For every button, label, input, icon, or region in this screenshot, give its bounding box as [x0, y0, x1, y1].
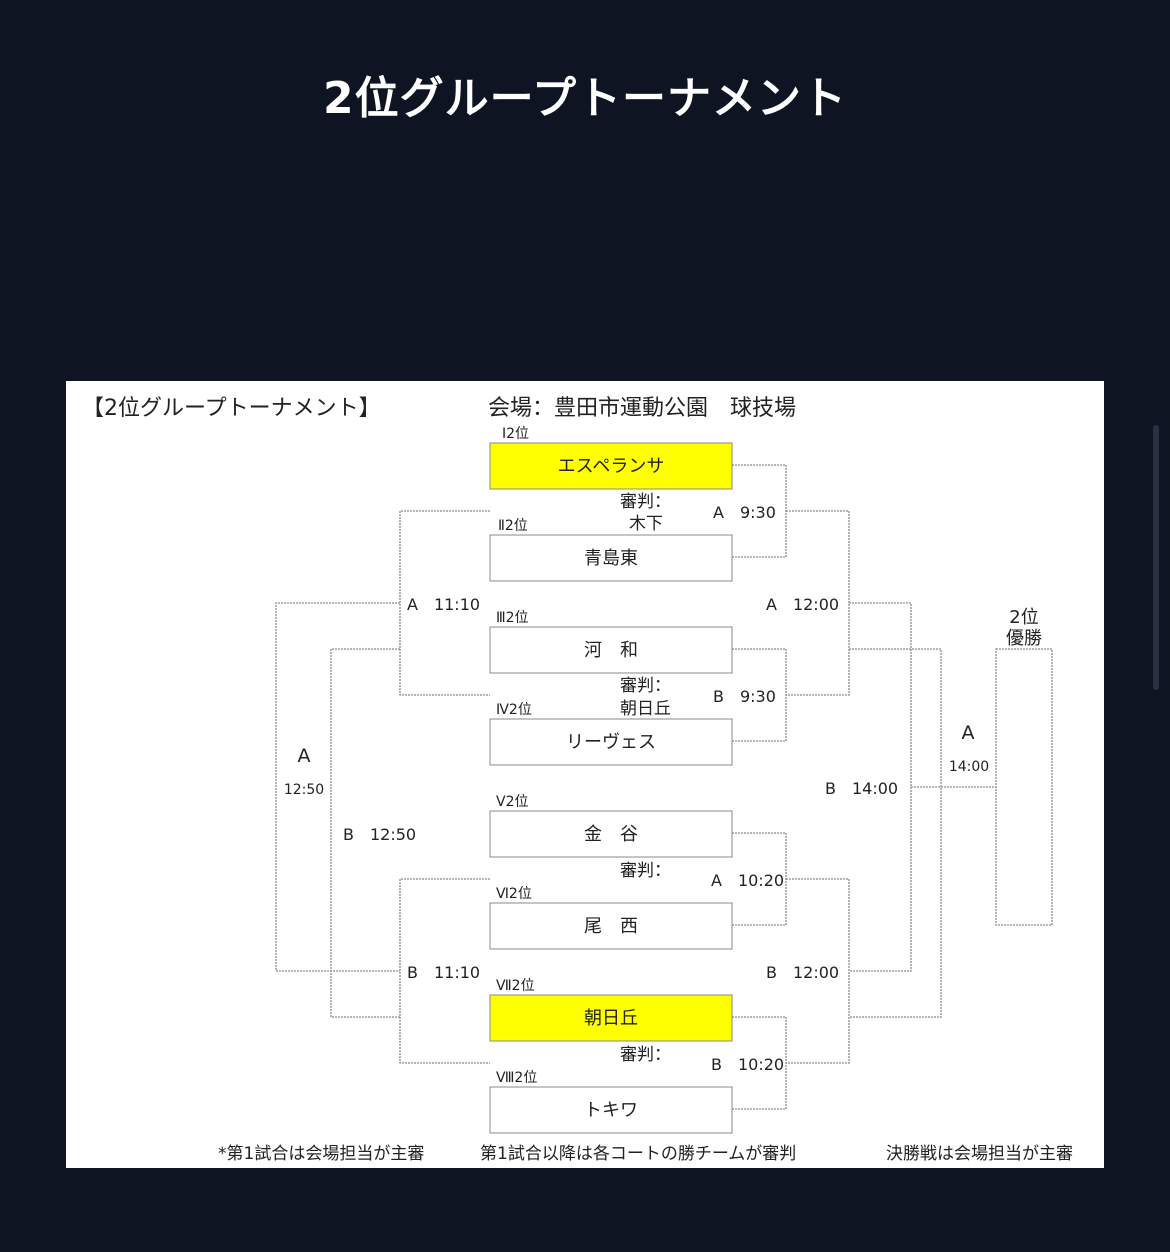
team-box: Ⅴ2位 金 谷 — [489, 794, 733, 858]
team-box: Ⅰ2位 エスペランサ — [489, 426, 733, 490]
team-name: 河 和 — [584, 640, 638, 661]
left-final-court: A — [298, 745, 311, 767]
match-label: B 10:20 — [711, 1055, 784, 1074]
scrollbar[interactable] — [1153, 425, 1159, 690]
referee-label: 審判： — [620, 492, 671, 512]
team-box: Ⅶ2位 朝日丘 — [489, 978, 733, 1042]
team-boxes: Ⅰ2位 エスペランサ Ⅱ2位 青島東 Ⅲ2位 河 和 Ⅳ2位 リーヴェス Ⅴ2位 — [489, 426, 733, 1134]
match-label: B 9:30 — [713, 687, 776, 706]
team-seed: Ⅱ2位 — [498, 518, 528, 534]
footnote: *第1試合は会場担当が主審 — [218, 1144, 424, 1164]
left-final-time: 12:50 — [284, 782, 324, 798]
referee-name: 朝日丘 — [620, 699, 671, 719]
team-seed: Ⅷ2位 — [496, 1070, 537, 1086]
referee-label: 審判： — [620, 676, 671, 696]
referee-name: 木下 — [629, 514, 663, 534]
team-seed: Ⅲ2位 — [496, 610, 529, 626]
champion-label: 2位 — [1009, 607, 1038, 628]
team-box: Ⅷ2位 トキワ — [489, 1070, 733, 1134]
venue-label: 会場：豊田市運動公園 球技場 — [488, 396, 796, 421]
team-box: Ⅳ2位 リーヴェス — [489, 702, 733, 766]
team-name: トキワ — [584, 1100, 638, 1121]
bracket-header-title: 【2位グループトーナメント】 — [82, 396, 381, 421]
team-name: 朝日丘 — [584, 1008, 638, 1029]
team-seed: Ⅵ2位 — [496, 886, 532, 902]
match-label: B 11:10 — [407, 963, 480, 982]
team-name: 尾 西 — [584, 916, 638, 937]
team-name: 金 谷 — [584, 824, 638, 845]
match-label: A 11:10 — [407, 595, 480, 614]
match-label: B 12:50 — [343, 825, 416, 844]
match-label: B 12:00 — [766, 963, 839, 982]
team-box: Ⅵ2位 尾 西 — [489, 886, 733, 950]
team-seed: Ⅶ2位 — [496, 978, 535, 994]
team-box: Ⅲ2位 河 和 — [489, 610, 733, 674]
match-label: B 14:00 — [825, 779, 898, 798]
bracket-diagram: 【2位グループトーナメント】 会場：豊田市運動公園 球技場 — [82, 396, 1073, 1164]
tournament-bracket-image: 【2位グループトーナメント】 会場：豊田市運動公園 球技場 — [66, 381, 1104, 1168]
referee-label: 審判： — [620, 861, 671, 881]
match-label: A 10:20 — [711, 871, 784, 890]
bracket-lines — [275, 464, 1053, 1110]
team-seed: Ⅴ2位 — [496, 794, 528, 810]
team-seed: Ⅳ2位 — [496, 702, 532, 718]
team-name: リーヴェス — [566, 732, 656, 753]
team-box: Ⅱ2位 青島東 — [489, 518, 733, 582]
match-label: A 9:30 — [713, 503, 776, 522]
page-title: 2位グループトーナメント — [323, 73, 847, 124]
team-name: エスペランサ — [558, 456, 665, 477]
final-court: A — [962, 722, 975, 744]
match-label: A 12:00 — [766, 595, 839, 614]
team-seed: Ⅰ2位 — [502, 426, 529, 442]
final-time: 14:00 — [949, 759, 989, 775]
footnote: 決勝戦は会場担当が主審 — [886, 1144, 1073, 1164]
team-name: 青島東 — [584, 548, 638, 569]
footnote: 第1試合以降は各コートの勝チームが審判 — [480, 1144, 796, 1164]
referee-label: 審判： — [620, 1045, 671, 1065]
champion-label: 優勝 — [1006, 628, 1042, 649]
